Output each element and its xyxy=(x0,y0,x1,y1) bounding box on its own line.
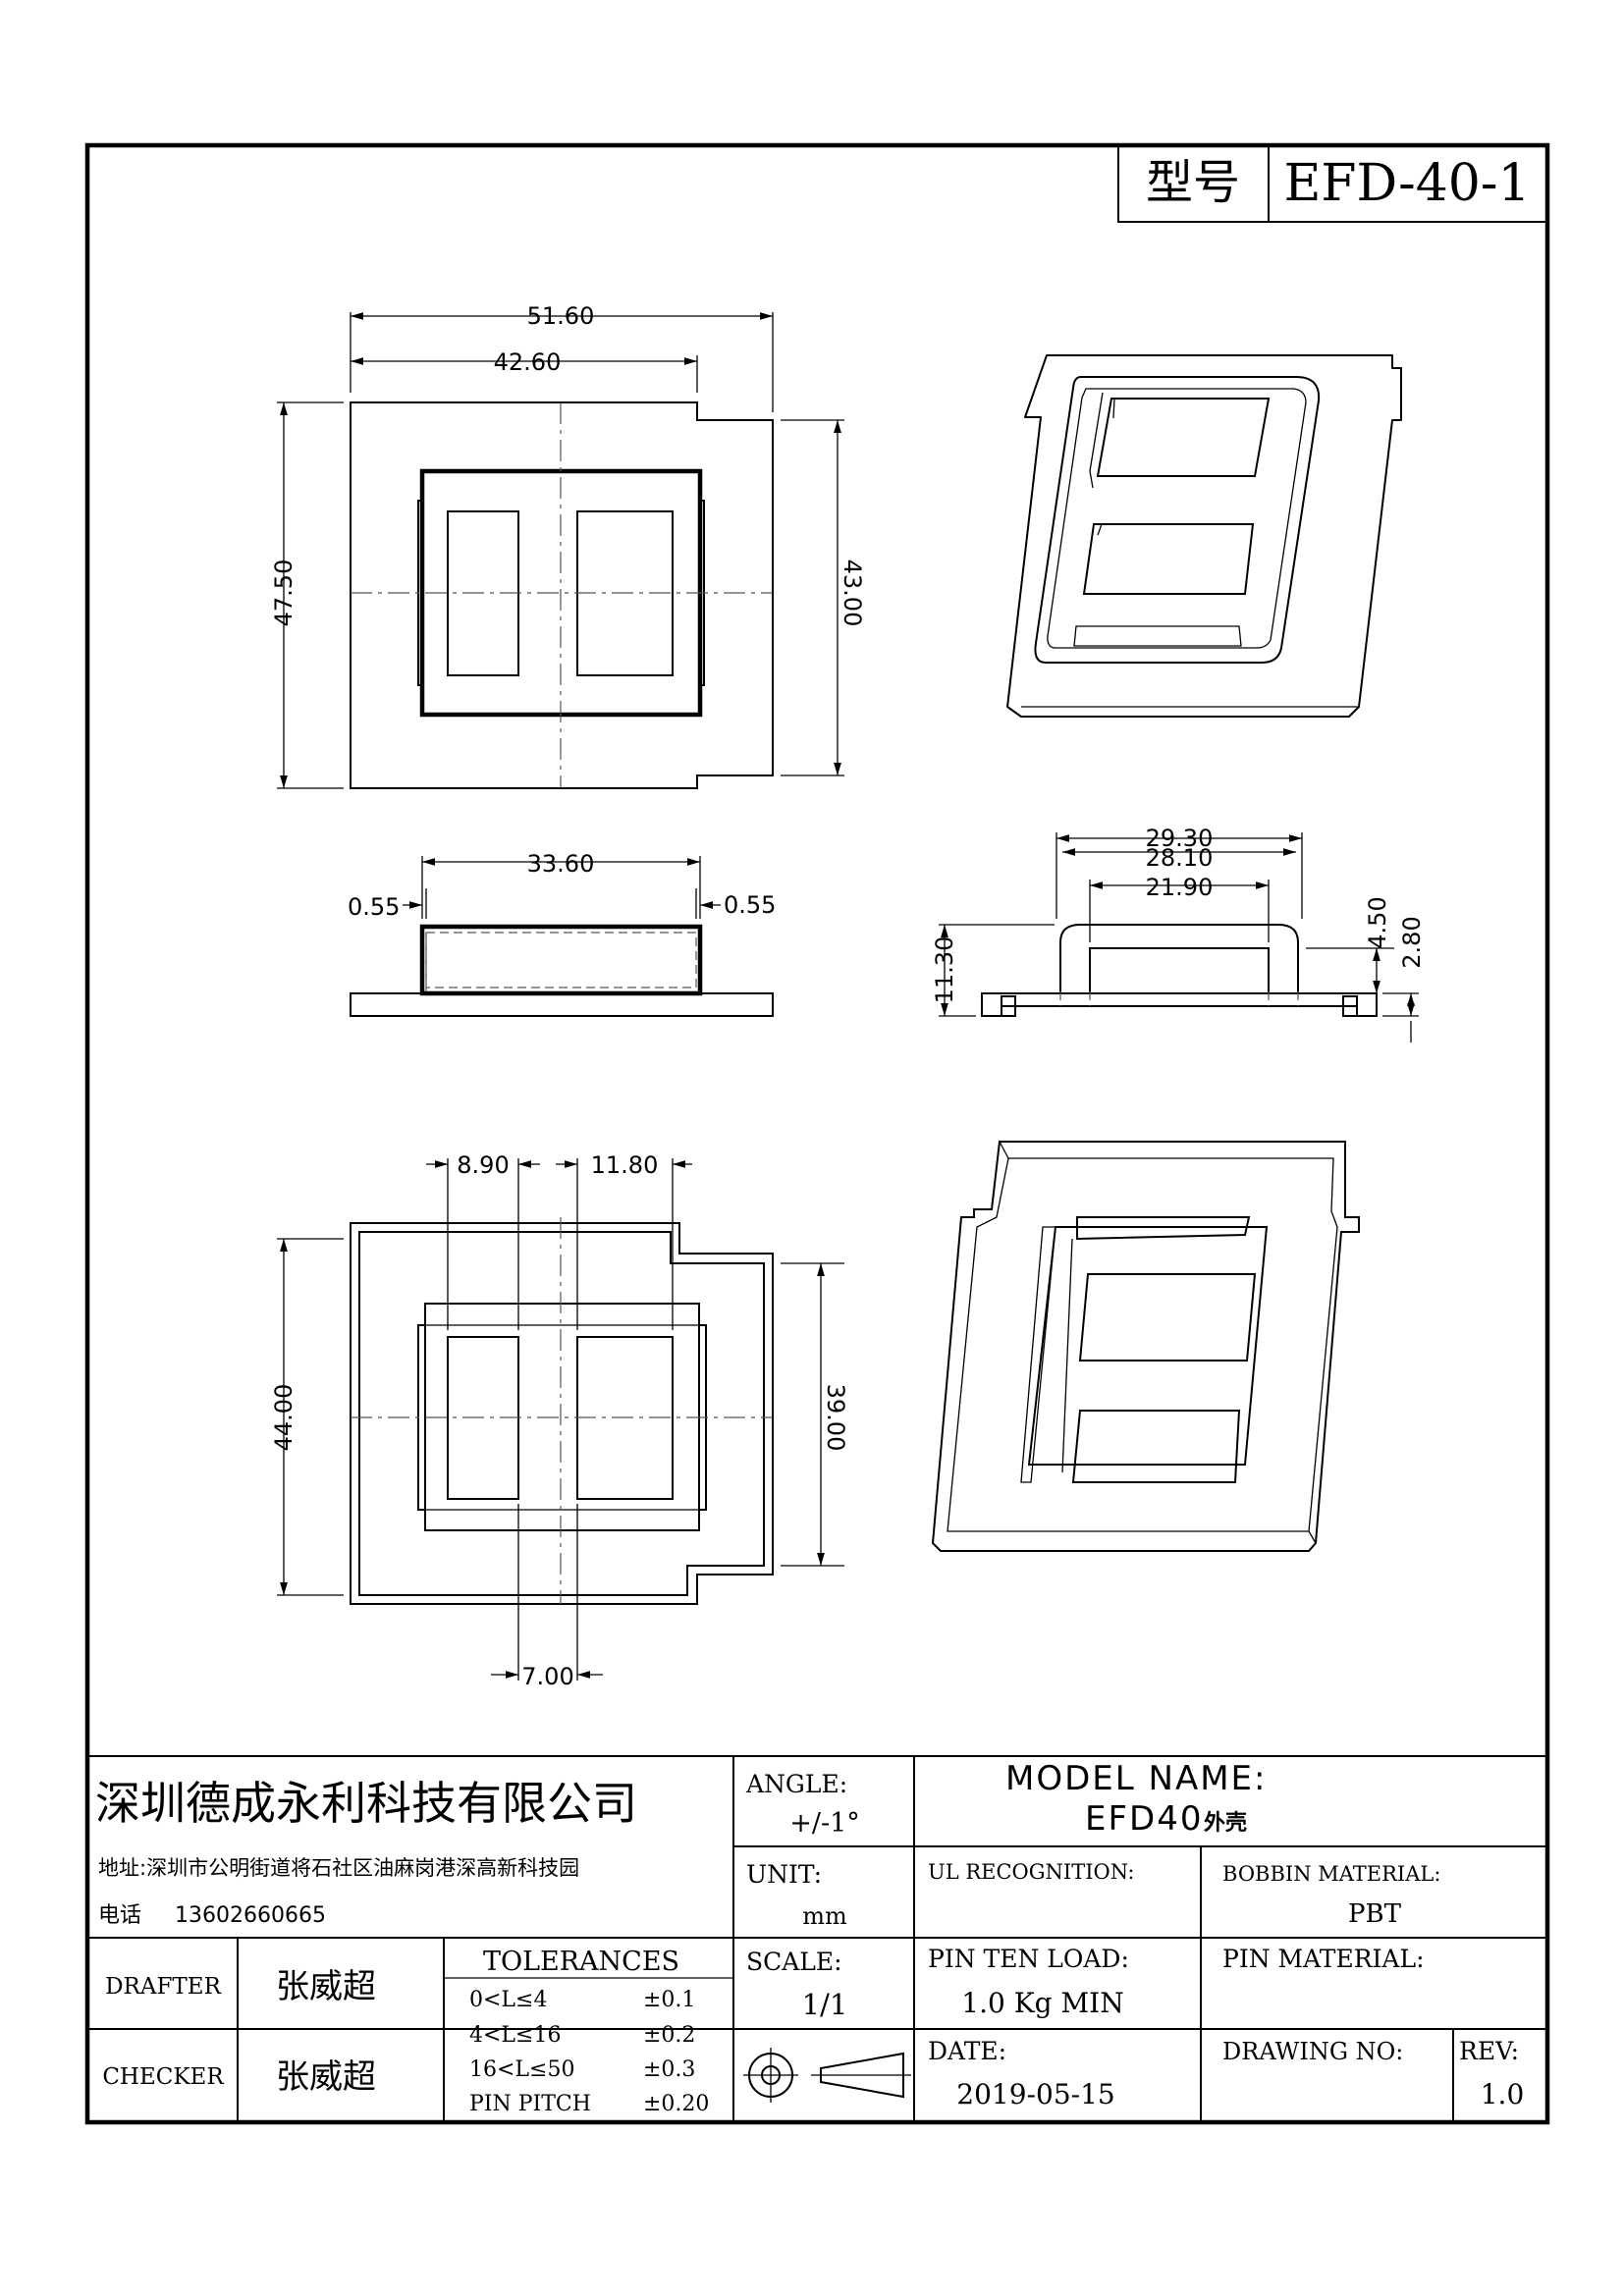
side-view xyxy=(350,924,774,1017)
dim-section-h2: 2.80 xyxy=(1398,916,1426,968)
pin-ten-load-label: PIN TEN LOAD: xyxy=(928,1945,1129,1973)
drawing-border xyxy=(84,142,1550,2125)
tolerance-range: 16<L≤50 xyxy=(469,2057,574,2082)
header-model-box: 型号 EFD-40-1 xyxy=(1117,145,1547,223)
top-view-dims: 51.60 42.60 47.50 43.00 xyxy=(270,302,866,789)
bobbin-material-value: PBT xyxy=(1348,1899,1402,1929)
unit-value: mm xyxy=(802,1902,847,1930)
model-name-value: EFD40 xyxy=(1085,1799,1203,1839)
model-name-suffix: 外壳 xyxy=(1204,1810,1247,1836)
tolerance-row: PIN PITCH ±0.20 xyxy=(469,2092,709,2116)
tolerance-range: PIN PITCH xyxy=(469,2092,591,2116)
dim-top-width-inner: 42.60 xyxy=(494,348,562,376)
rev-value: 1.0 xyxy=(1481,2078,1525,2110)
bobbin-material-label: BOBBIN MATERIAL: xyxy=(1222,1862,1440,1886)
top-view xyxy=(350,401,774,789)
drafter-name: 张威超 xyxy=(276,1967,376,2006)
checker-label: CHECKER xyxy=(102,2064,224,2090)
angle-value: +/-1° xyxy=(789,1808,860,1839)
projection-symbol xyxy=(743,2048,911,2103)
tolerance-value: ±0.3 xyxy=(643,2057,695,2082)
tolerance-row: 0<L≤4 ±0.1 xyxy=(469,1988,695,2012)
tolerance-range: 4<L≤16 xyxy=(469,2023,561,2048)
tolerance-range: 0<L≤4 xyxy=(469,1988,547,2012)
section-view xyxy=(981,924,1378,1017)
iso-view-bottom xyxy=(931,1141,1360,1552)
scale-label: SCALE: xyxy=(746,1948,842,1976)
unit-label: UNIT: xyxy=(746,1860,822,1889)
dim-section-w2: 28.10 xyxy=(1146,844,1214,872)
dim-section-h-total: 11.30 xyxy=(931,936,958,1004)
dim-top-height-left: 47.50 xyxy=(270,560,298,627)
title-block: 深圳德成永利科技有限公司 地址:深圳市公明街道将石社区油麻岗港深高新科技园 电话… xyxy=(87,1755,1547,2122)
date-value: 2019-05-15 xyxy=(956,2078,1114,2110)
date-label: DATE: xyxy=(928,2037,1006,2065)
tolerance-row: 16<L≤50 ±0.3 xyxy=(469,2057,695,2082)
rev-label: REV: xyxy=(1459,2037,1519,2065)
model-label: 型号 xyxy=(1146,155,1240,210)
ul-recognition-label: UL RECOGNITION: xyxy=(928,1860,1134,1884)
dim-top-width-outer: 51.60 xyxy=(527,302,595,330)
tolerance-row: 4<L≤16 ±0.2 xyxy=(469,2023,695,2048)
dim-bottom-win1: 8.90 xyxy=(457,1151,509,1179)
dim-bottom-height-right: 39.00 xyxy=(822,1384,849,1452)
drawing-no-label: DRAWING NO: xyxy=(1222,2038,1403,2065)
dim-side-gap-right: 0.55 xyxy=(724,891,776,919)
company-name: 深圳德成永利科技有限公司 xyxy=(95,1777,637,1830)
company-address: 地址:深圳市公明街道将石社区油麻岗港深高新科技园 xyxy=(98,1856,579,1880)
drafter-label: DRAFTER xyxy=(105,1974,221,2000)
phone-label: 电话 xyxy=(98,1903,141,1928)
phone-number: 13602660665 xyxy=(175,1903,326,1928)
dim-bottom-height-left: 44.00 xyxy=(270,1384,298,1452)
iso-view-top xyxy=(1006,354,1402,718)
bottom-view xyxy=(350,1217,774,1605)
bottom-view-dims: 8.90 11.80 44.00 39.00 7.00 xyxy=(270,1151,849,1690)
model-name-label: MODEL NAME: xyxy=(1005,1759,1267,1798)
side-view-dims: 33.60 0.55 0.55 xyxy=(348,850,776,921)
dim-section-h1: 4.50 xyxy=(1364,896,1391,948)
dim-top-height-right: 43.00 xyxy=(839,560,866,627)
dim-section-w1: 29.30 xyxy=(1146,825,1214,852)
angle-label: ANGLE: xyxy=(745,1770,847,1798)
dim-bottom-win2: 11.80 xyxy=(591,1151,659,1179)
tolerances-label: TOLERANCES xyxy=(483,1947,679,1977)
pin-material-label: PIN MATERIAL: xyxy=(1222,1945,1425,1973)
pin-ten-load-value: 1.0 Kg MIN xyxy=(961,1987,1123,2019)
tolerance-value: ±0.20 xyxy=(643,2092,709,2116)
scale-value: 1/1 xyxy=(802,1988,848,2021)
dim-side-gap-left: 0.55 xyxy=(348,893,400,921)
dim-section-w3: 21.90 xyxy=(1146,874,1214,901)
dim-bottom-gap: 7.00 xyxy=(521,1663,573,1690)
tolerance-value: ±0.2 xyxy=(643,2023,695,2048)
model-value: EFD-40-1 xyxy=(1283,154,1530,213)
checker-name: 张威超 xyxy=(276,2057,376,2097)
dim-side-width: 33.60 xyxy=(527,850,595,878)
tolerance-value: ±0.1 xyxy=(643,1988,695,2012)
section-view-dims: 29.30 28.10 21.90 11.30 4.50 2.80 xyxy=(931,825,1426,1042)
